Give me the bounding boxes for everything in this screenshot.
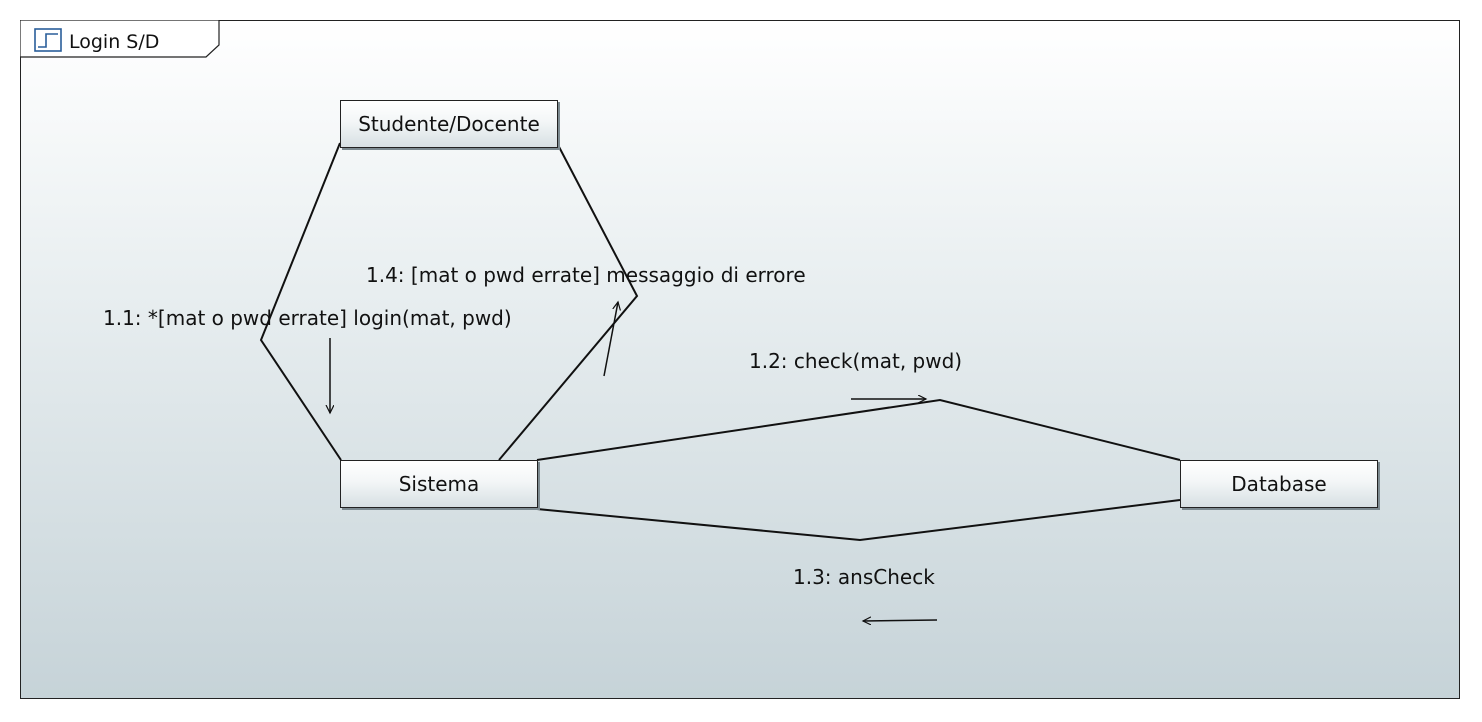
link-user-system-right (498, 142, 639, 461)
lifeline-label: Database (1231, 472, 1327, 496)
link-user-system-left (259, 142, 342, 461)
message-1-3-label: 1.3: ansCheck (793, 565, 935, 589)
lifeline-sistema[interactable]: Sistema (340, 460, 538, 508)
message-1-4-label: 1.4: [mat o pwd errate] messaggio di err… (366, 263, 806, 287)
message-1-1-label: 1.1: *[mat o pwd errate] login(mat, pwd) (103, 306, 512, 330)
message-1-2-label: 1.2: check(mat, pwd) (749, 349, 963, 373)
link-system-database-top (536, 398, 1181, 461)
frame-tab (20, 20, 220, 58)
lifeline-database[interactable]: Database (1180, 460, 1378, 508)
lifeline-studente-docente[interactable]: Studente/Docente (340, 100, 558, 148)
link-system-database-bottom (536, 499, 1181, 542)
arrow-1-3 (863, 620, 938, 621)
diagram-frame (20, 20, 1460, 699)
frame-title: Login S/D (69, 31, 160, 53)
lifeline-label: Sistema (398, 472, 480, 496)
arrow-1-4 (603, 302, 618, 377)
diagram-icon (34, 28, 62, 52)
lifeline-label: Studente/Docente (358, 112, 540, 136)
